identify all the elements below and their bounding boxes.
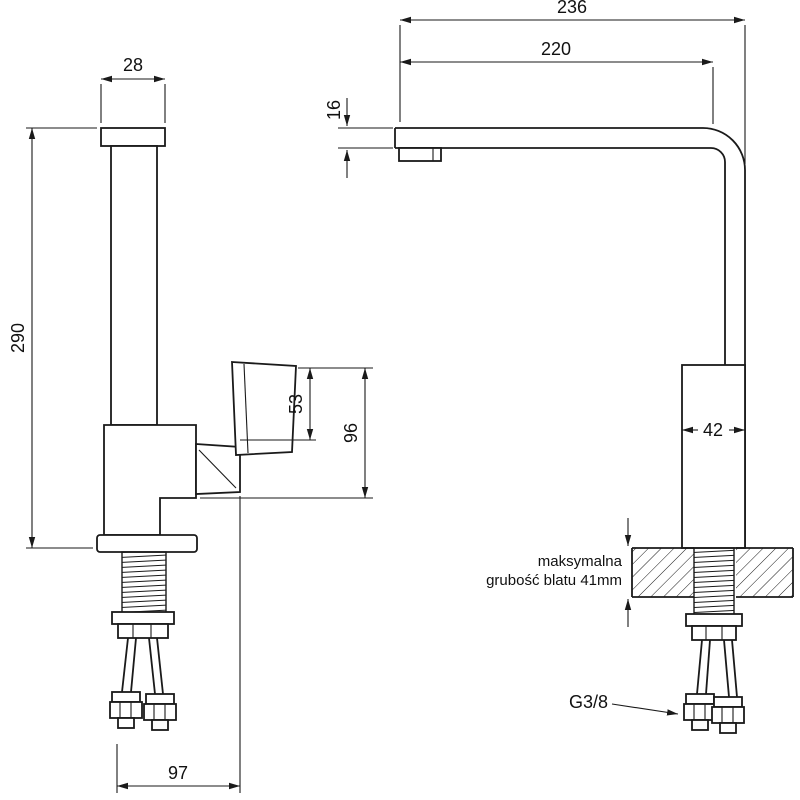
dim-label-42: 42 (703, 420, 723, 440)
front-threaded-shank (693, 547, 735, 617)
side-valve-body (103, 424, 197, 536)
dim-label-28: 28 (123, 55, 143, 75)
dimension-body-height: 96 (200, 367, 373, 499)
dim-label-236: 236 (557, 0, 587, 17)
front-spout-inner-edge (395, 147, 726, 365)
countertop-section (631, 547, 794, 598)
side-column (110, 145, 158, 426)
side-supply-hoses (109, 637, 177, 731)
front-supply-hoses (683, 639, 745, 734)
side-mounting-washer (111, 611, 175, 625)
dimension-handle-height: 53 (240, 368, 316, 441)
dimension-total-reach: 236 (399, 0, 746, 164)
faucet-side-view (96, 127, 297, 731)
dimension-spout-thickness: 16 (324, 98, 393, 178)
dim-label-96: 96 (341, 423, 361, 443)
side-spout-cap (100, 127, 166, 147)
side-base-flange (96, 534, 198, 553)
front-mounting-nut (691, 625, 737, 641)
dim-label-290: 290 (8, 323, 28, 353)
countertop-note-line1: maksymalna (538, 553, 623, 570)
pivot-detail-line (198, 449, 237, 489)
front-body-column (681, 364, 746, 549)
dim-label-220: 220 (541, 39, 571, 59)
dim-label-g38: G3/8 (569, 692, 608, 712)
front-aerator (398, 147, 442, 162)
side-handle-lever (231, 361, 297, 456)
dimension-spout-reach: 220 (400, 39, 714, 124)
dim-label-97: 97 (168, 763, 188, 783)
dimension-total-height: 290 (8, 127, 97, 549)
dim-label-16: 16 (324, 100, 344, 120)
dimension-body-width: 42 (682, 420, 745, 440)
thread-leader-arrow (611, 703, 679, 716)
countertop-hatch-left (632, 548, 694, 597)
front-spout-outer-edge (395, 127, 746, 548)
faucet-front-view (394, 127, 746, 734)
countertop-note-line2: grubość blatu 41mm (486, 572, 622, 589)
dim-label-53: 53 (286, 394, 306, 414)
front-mounting-washer (685, 613, 743, 627)
side-mounting-nut (117, 623, 169, 639)
handle-detail-line (243, 363, 249, 454)
dimension-cap-width: 28 (100, 55, 166, 123)
countertop-hatch-right (736, 548, 793, 597)
dimension-base-depth: 97 (116, 496, 241, 793)
dimension-thread-size: G3/8 (569, 692, 679, 716)
side-threaded-shank (121, 551, 167, 615)
dimension-countertop-thickness: maksymalna grubość blatu 41mm (486, 518, 632, 627)
